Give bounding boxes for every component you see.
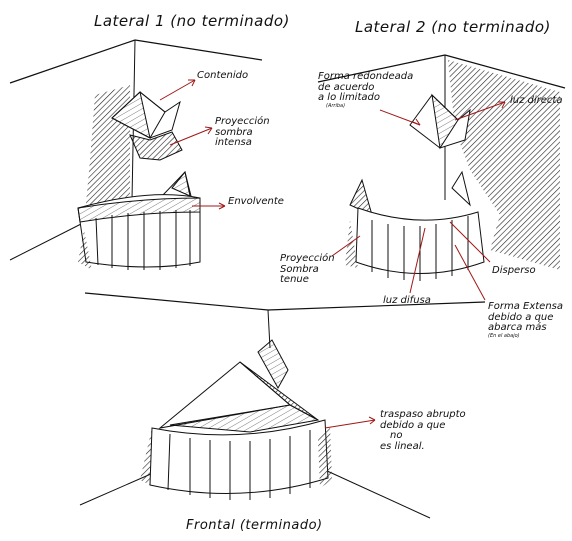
label-luz-difusa: luz difusa xyxy=(383,296,431,307)
lateral1-title: Lateral 1 (no terminado) xyxy=(94,14,290,30)
label-proyeccion-tenue: Proyección Sombra tenue xyxy=(280,254,335,286)
frontal-title: Frontal (terminado) xyxy=(186,519,323,533)
label-forma-extensa: Forma Extensa debido a que abarca más (E… xyxy=(488,302,563,339)
label-contenido: Contenido xyxy=(197,71,248,82)
label-traspaso-abrupto: traspaso abrupto debido a que no es line… xyxy=(380,410,466,452)
lateral2-title: Lateral 2 (no terminado) xyxy=(355,20,551,36)
label-forma-redondeada: Forma redondeada de acuerdo a lo limitad… xyxy=(318,72,413,109)
label-proyeccion-intensa: Proyección sombra intensa xyxy=(215,117,270,149)
label-envolvente: Envolvente xyxy=(228,197,284,208)
frontal-drawing xyxy=(80,293,485,518)
label-luz-directa: luz directa xyxy=(510,96,562,107)
label-disperso: Disperso xyxy=(492,266,536,277)
